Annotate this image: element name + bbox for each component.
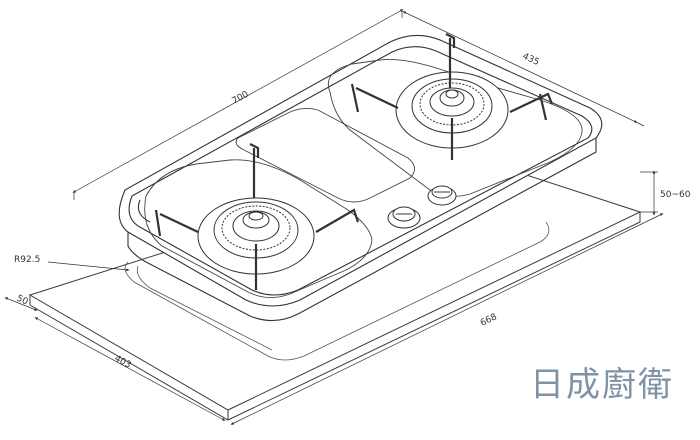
dim-50: 50 (15, 294, 30, 308)
dim-r92-5: R92.5 (14, 255, 40, 265)
dim-50-60: 50~60 (660, 190, 691, 200)
right-knob (427, 185, 457, 206)
dim-435: 435 (521, 52, 541, 68)
dim-700: 700 (231, 89, 251, 106)
dimension-lines (4, 9, 664, 425)
dim-668: 668 (479, 312, 499, 329)
brand-logo-text: 日成廚衛 (530, 365, 674, 405)
dim-403: 403 (113, 354, 133, 371)
